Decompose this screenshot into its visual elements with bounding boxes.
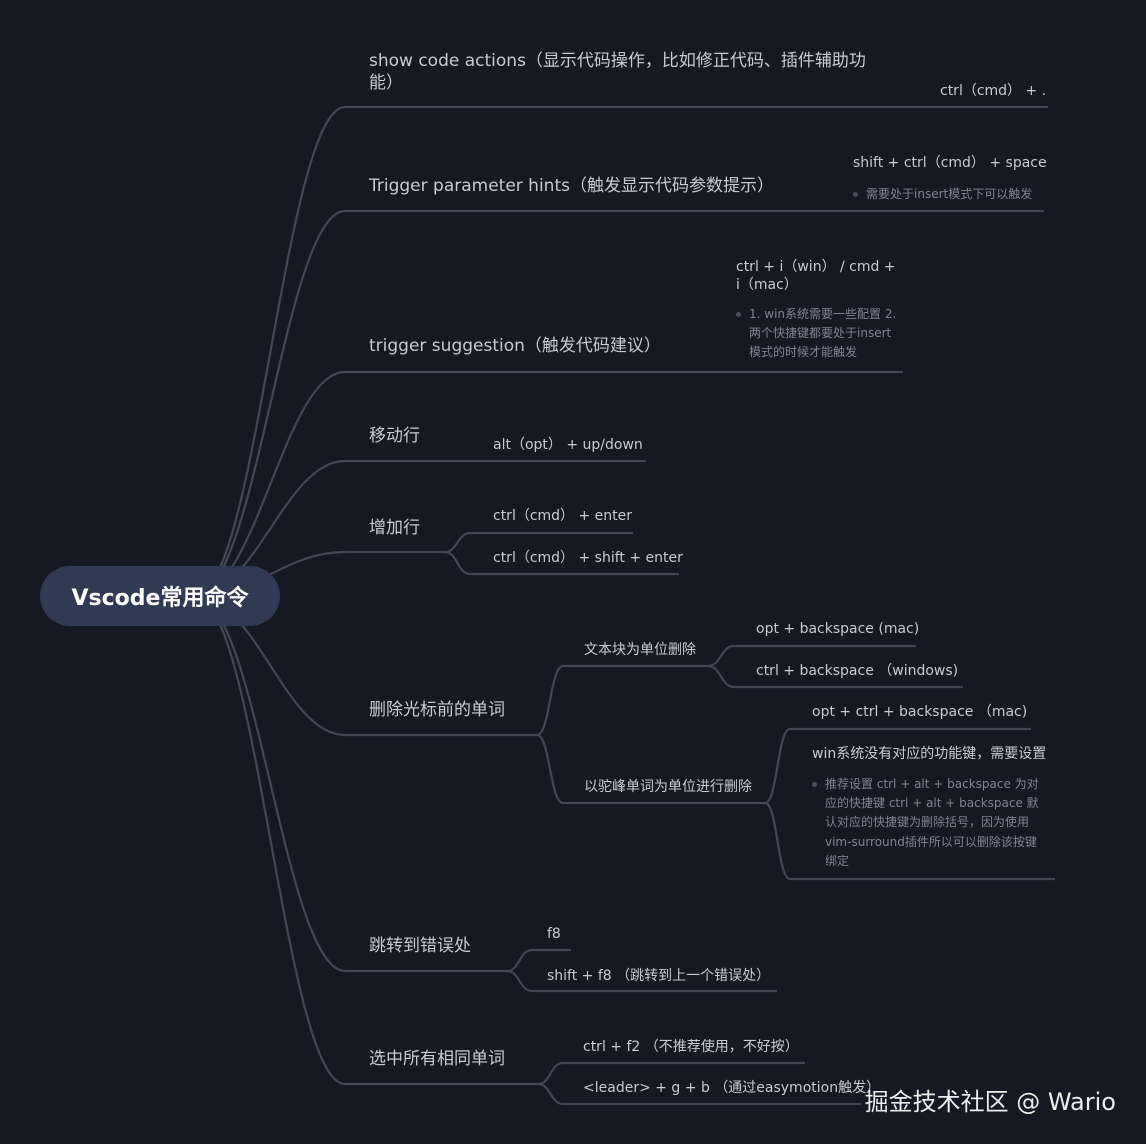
leaf-select-same-ctrl-f2[interactable]: ctrl + f2 （不推荐使用，不好按）: [583, 1039, 799, 1055]
leaf-add-line-shortcut-2[interactable]: ctrl（cmd） + shift + enter: [493, 550, 683, 566]
sub-delete-camel-case[interactable]: 以驼峰单词为单位进行删除: [584, 779, 752, 795]
root-connector: [194, 596, 347, 973]
note-bullet-icon: [736, 312, 741, 317]
leaf-connector: [443, 531, 472, 554]
leaf-show-code-actions-shortcut[interactable]: ctrl（cmd） + .: [940, 83, 1047, 99]
note-delete-camel-windows: 推荐设置 ctrl + alt + backspace 为对应的快捷键 ctrl…: [812, 775, 1047, 871]
leaf-jump-error-f8[interactable]: f8: [547, 926, 561, 942]
leaf-connector: [505, 948, 534, 973]
leaf-connector: [706, 644, 736, 668]
root-connector: [194, 105, 347, 596]
leaf-add-line-shortcut-1[interactable]: ctrl（cmd） + enter: [493, 508, 633, 524]
leaf-connector: [443, 550, 472, 576]
leaf-delete-camel-windows[interactable]: win系统没有对应的功能键，需要设置: [812, 746, 1047, 762]
branch-trigger-parameter-hints[interactable]: Trigger parameter hints（触发显示代码参数提示）: [369, 176, 774, 196]
branch-trigger-suggestion[interactable]: trigger suggestion（触发代码建议）: [369, 336, 661, 356]
sub-connector: [535, 733, 565, 805]
note-bullet-icon: [853, 192, 858, 197]
leaf-delete-camel-mac[interactable]: opt + ctrl + backspace （mac): [812, 704, 1028, 720]
leaf-select-same-leader[interactable]: <leader> + g + b （通过easymotion触发）: [583, 1080, 881, 1096]
leaf-delete-block-windows[interactable]: ctrl + backspace （windows): [756, 663, 959, 679]
leaf-connector: [536, 1082, 565, 1106]
root-connector: [194, 209, 347, 596]
sub-connector: [535, 664, 565, 737]
leaf-connector: [763, 801, 792, 881]
note-text: 推荐设置 ctrl + alt + backspace 为对应的快捷键 ctrl…: [825, 777, 1039, 868]
note-text: 需要处于insert模式下可以触发: [866, 187, 1033, 201]
leaf-parameter-hints-shortcut[interactable]: shift + ctrl（cmd） + space: [853, 155, 1047, 171]
branch-move-line[interactable]: 移动行: [369, 426, 420, 446]
branch-select-same-words[interactable]: 选中所有相同单词: [369, 1049, 505, 1069]
sub-delete-by-block[interactable]: 文本块为单位删除: [584, 642, 696, 658]
leaf-trigger-suggestion-shortcut[interactable]: ctrl + i（win） / cmd + i（mac）: [736, 259, 896, 294]
leaf-connector: [505, 969, 534, 993]
leaf-connector: [763, 727, 792, 805]
leaf-move-line-shortcut[interactable]: alt（opt） + up/down: [493, 437, 643, 453]
leaf-connector: [536, 1061, 565, 1086]
note-trigger-suggestion: 1. win系统需要一些配置 2. 两个快捷键都要处于insert模式的时候才能…: [736, 305, 899, 363]
root-connector: [194, 596, 347, 1086]
leaf-jump-error-shift-f8[interactable]: shift + f8 （跳转到上一个错误处）: [547, 968, 771, 984]
root-node[interactable]: Vscode常用命令: [40, 566, 280, 626]
leaf-delete-block-mac[interactable]: opt + backspace (mac): [756, 621, 920, 637]
branch-delete-word[interactable]: 删除光标前的单词: [369, 700, 505, 720]
watermark: 掘金技术社区 @ Wario: [864, 1088, 1116, 1116]
note-text: 1. win系统需要一些配置 2. 两个快捷键都要处于insert模式的时候才能…: [749, 307, 897, 360]
branch-jump-to-error[interactable]: 跳转到错误处: [369, 936, 471, 956]
branch-show-code-actions[interactable]: show code actions（显示代码操作，比如修正代码、插件辅助功能）: [369, 51, 866, 94]
note-bullet-icon: [812, 782, 817, 787]
branch-add-line[interactable]: 增加行: [369, 518, 420, 538]
note-parameter-hints: 需要处于insert模式下可以触发: [853, 185, 1046, 204]
leaf-connector: [706, 664, 736, 689]
